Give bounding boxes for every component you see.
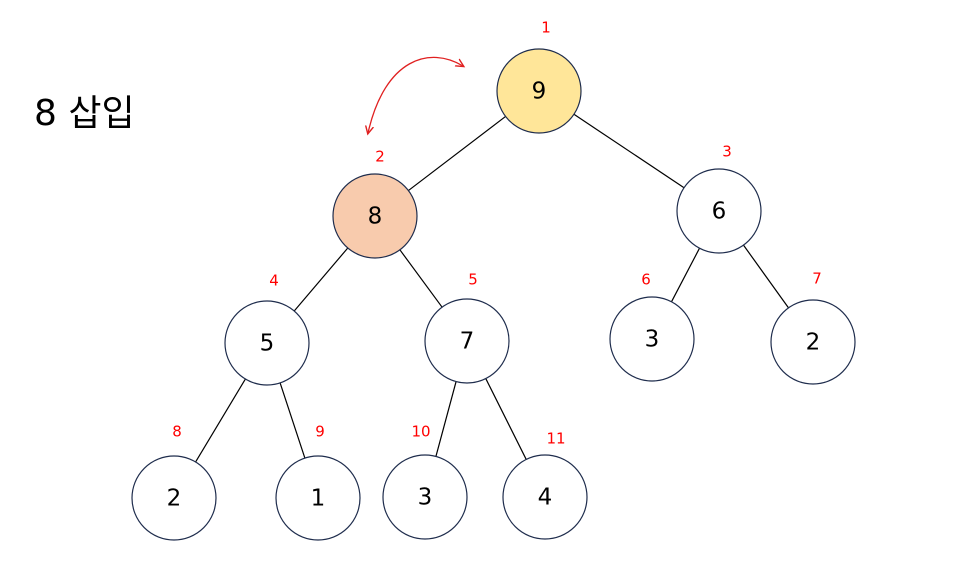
node-value: 2: [167, 486, 182, 512]
tree-edge: [485, 378, 527, 460]
tree-node: 27: [770, 270, 856, 385]
tree-node: 28: [131, 423, 217, 541]
node-circle: [502, 454, 588, 540]
node-index-label: 1: [541, 19, 551, 37]
node-circle: [382, 454, 468, 540]
node-circle: [224, 300, 310, 386]
tree-edge: [670, 247, 701, 303]
tree-edge: [195, 378, 246, 463]
node-index-label: 7: [812, 270, 822, 288]
tree-edge: [435, 381, 457, 457]
node-value: 8: [368, 204, 383, 230]
node-value: 3: [645, 327, 660, 353]
node-index-label: 10: [411, 423, 430, 441]
tree-edge: [293, 247, 349, 312]
tree-node: 63: [676, 143, 762, 254]
tree-node: 19: [275, 423, 361, 541]
tree-edge: [742, 244, 790, 309]
node-circle: [424, 298, 510, 384]
node-circle: [131, 455, 217, 541]
tree-node: 4 11: [502, 430, 588, 540]
node-index-label: 5: [468, 271, 478, 289]
tree-edge: [573, 113, 685, 189]
node-value: 3: [418, 485, 433, 511]
node-index-label: 2: [375, 148, 385, 166]
node-value: 7: [460, 329, 475, 355]
node-value: 2: [806, 330, 821, 356]
tree-node: 75: [424, 271, 510, 384]
node-value: 4: [538, 485, 553, 511]
tree-edge: [408, 115, 506, 192]
tree-edge: [399, 249, 443, 308]
node-circle: [609, 296, 695, 382]
node-circle: [676, 168, 762, 254]
node-index-label: 11: [546, 430, 565, 448]
swap-arrow: [368, 56, 463, 133]
node-index-label: 9: [315, 423, 325, 441]
node-index-label: 3: [722, 143, 732, 161]
page-title: 8 삽입: [34, 93, 135, 134]
tree-node: 82: [332, 148, 418, 259]
node-index-label: 4: [269, 272, 279, 290]
node-value: 6: [712, 199, 727, 225]
node-index-label: 8: [172, 423, 182, 441]
node-circle: [275, 455, 361, 541]
tree-node: 36: [609, 271, 695, 382]
node-circle: [332, 173, 418, 259]
node-value: 5: [260, 331, 275, 357]
tree-edge: [279, 382, 306, 459]
node-circle: [496, 48, 582, 134]
node-value: 9: [532, 79, 547, 105]
tree-node: 3 10: [382, 423, 468, 540]
node-index-label: 6: [641, 271, 651, 289]
node-value: 1: [311, 486, 326, 512]
tree-edges: [195, 113, 790, 463]
node-circle: [770, 299, 856, 385]
tree-node: 54: [224, 272, 310, 386]
tree-node: 91: [496, 19, 582, 134]
